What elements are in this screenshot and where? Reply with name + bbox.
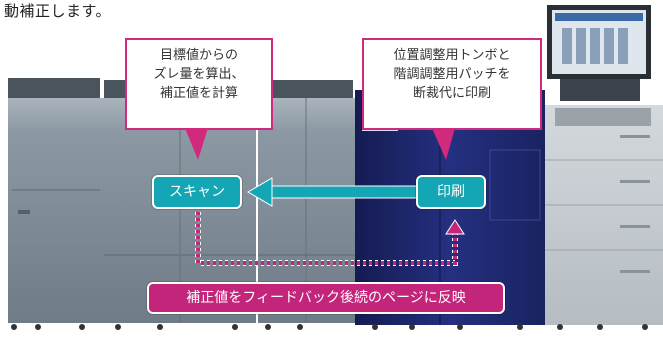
scanner-unit-left [8, 78, 104, 323]
scan-label: スキャン [152, 175, 242, 209]
feedback-loop-arrow [195, 212, 465, 266]
machine-feet [11, 324, 648, 330]
intro-text: 動補正します。 [4, 2, 112, 20]
callout-calculate-line: ズレ量を算出、 [153, 67, 245, 82]
callout-print-marks: 位置調整用トンボと 階調調整用パッチを 断裁代に印刷 [362, 38, 542, 130]
callout-print-marks-line: 位置調整用トンボと [393, 48, 511, 63]
monitor-icon [547, 5, 651, 101]
callout-print-marks-line: 断裁代に印刷 [412, 86, 491, 101]
callout-calculate: 目標値からの ズレ量を算出、 補正値を計算 [125, 38, 273, 130]
callout-right-pointer [432, 128, 455, 160]
callout-left-pointer [185, 128, 208, 160]
feedback-banner: 補正値をフィードバック後続のページに反映 [147, 282, 505, 314]
control-unit [545, 105, 663, 325]
callout-calculate-line: 目標値からの [159, 48, 238, 63]
callout-calculate-line: 補正値を計算 [159, 86, 238, 101]
scan-arrow [247, 177, 418, 207]
callout-print-marks-line: 階調調整用パッチを [393, 67, 511, 82]
print-label: 印刷 [416, 175, 486, 209]
